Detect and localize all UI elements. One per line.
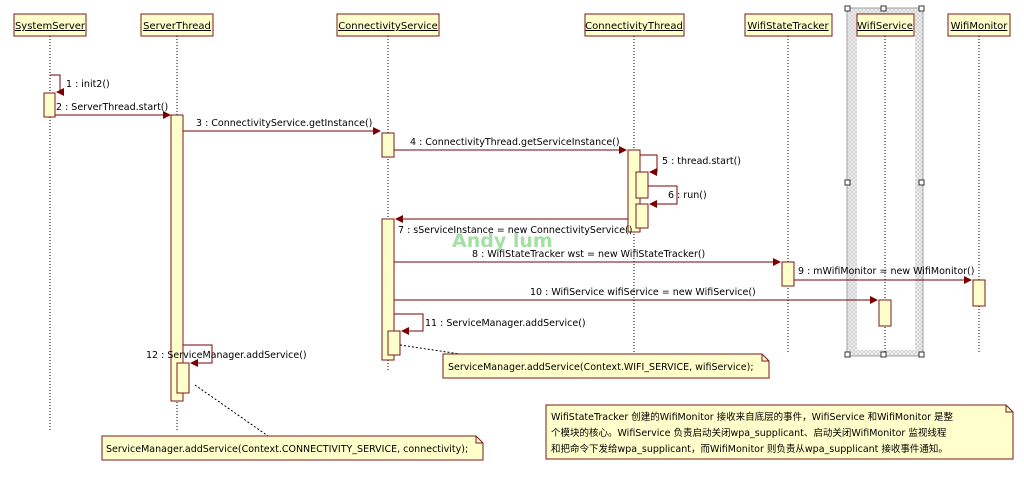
- message-label: 9 : mWifiMonitor = new WifiMonitor(): [798, 266, 974, 277]
- message-label: 1 : init2(): [66, 79, 110, 90]
- participant-connectivityservice[interactable]: ConnectivityService: [336, 13, 440, 37]
- message-label: 5 : thread.start(): [662, 156, 741, 167]
- note-connectors: [194, 344, 481, 437]
- participant-systemserver[interactable]: SystemServer: [13, 13, 87, 37]
- participant-label: ServerThread: [143, 21, 211, 32]
- activation-bar[interactable]: [381, 132, 395, 158]
- participant-label: ConnectivityService: [338, 21, 438, 32]
- participant-label: ConnectivityThread: [585, 21, 683, 32]
- note-connector: [194, 384, 269, 437]
- message-labels: 1 : init2() 2 : ServerThread.start() 3 :…: [56, 79, 974, 361]
- activation-bar[interactable]: [635, 171, 649, 199]
- note-wifi-add-service[interactable]: ServiceManager.addService(Context.WIFI_S…: [442, 353, 770, 379]
- message-label: 8 : WifiStateTracker wst = new WifiState…: [472, 249, 705, 260]
- note-summary-line: 个模块的核心。WifiService 负责启动关闭wpa_supplicant、…: [551, 427, 947, 439]
- participant-wifiservice[interactable]: WifiService: [856, 13, 915, 37]
- message-label: 3 : ConnectivityService.getInstance(): [196, 118, 372, 129]
- message-1-arrow[interactable]: [50, 74, 64, 96]
- message-label: 11 : ServiceManager.addService(): [425, 318, 586, 329]
- selection-handle[interactable]: [880, 351, 887, 358]
- message-label: 4 : ConnectivityThread.getServiceInstanc…: [410, 137, 620, 148]
- message-label: 6 : run(): [668, 190, 707, 201]
- activation-bar[interactable]: [176, 362, 190, 394]
- message-arrows: [50, 74, 972, 367]
- note-summary-line: 和把命令下发给wpa_supplicant，而WifiMonitor 则负责从w…: [551, 443, 948, 455]
- activation-bar[interactable]: [387, 330, 401, 356]
- participant-label: WifiService: [857, 21, 913, 32]
- participant-label: WifiMonitor: [951, 21, 1009, 32]
- participant-wifimonitor[interactable]: WifiMonitor: [947, 13, 1011, 37]
- message-label: 10 : WifiService wifiService = new WifiS…: [530, 287, 756, 298]
- participant-label: WifiStateTracker: [747, 21, 829, 32]
- message-label: 12 : ServiceManager.addService(): [146, 350, 307, 361]
- watermark: Andy lum: [452, 230, 553, 252]
- participants: SystemServer ServerThread ConnectivitySe…: [13, 13, 1011, 37]
- note-connectivity-add-service[interactable]: ServiceManager.addService(Context.CONNEC…: [101, 435, 484, 461]
- selection-handle[interactable]: [880, 5, 887, 12]
- note-text: ServiceManager.addService(Context.WIFI_S…: [448, 362, 754, 373]
- note-text: ServiceManager.addService(Context.CONNEC…: [106, 444, 468, 455]
- participant-connectivitythread[interactable]: ConnectivityThread: [584, 13, 685, 37]
- note-summary[interactable]: WifiStateTracker 创建的WifiMonitor 接收来自底层的事…: [545, 404, 1014, 460]
- message-label: 7 : sServiceInstance = new ConnectivityS…: [398, 225, 632, 236]
- selection-handle[interactable]: [918, 351, 925, 358]
- participant-serverthread[interactable]: ServerThread: [140, 13, 214, 37]
- selection-handle[interactable]: [918, 179, 925, 186]
- message-12-arrow[interactable]: [183, 344, 213, 367]
- activation-bar[interactable]: [381, 218, 395, 361]
- activation-bar[interactable]: [635, 203, 649, 229]
- participant-label: SystemServer: [15, 21, 86, 32]
- note-summary-line: WifiStateTracker 创建的WifiMonitor 接收来自底层的事…: [551, 411, 954, 423]
- activation-bar[interactable]: [878, 299, 892, 327]
- note-connector: [399, 344, 481, 358]
- selection-handle[interactable]: [844, 179, 851, 186]
- selection-handle[interactable]: [918, 5, 925, 12]
- message-6-arrow[interactable]: [648, 185, 678, 208]
- message-11-arrow[interactable]: [394, 313, 424, 335]
- activation-bar[interactable]: [972, 279, 986, 307]
- message-5-arrow[interactable]: [640, 154, 658, 176]
- activation-bar[interactable]: [781, 261, 795, 287]
- selection-handle[interactable]: [844, 5, 851, 12]
- participant-wifistatetracker[interactable]: WifiStateTracker: [744, 13, 833, 37]
- activation-bar[interactable]: [43, 92, 56, 118]
- selection-handle[interactable]: [844, 351, 851, 358]
- activation-bar[interactable]: [170, 114, 184, 402]
- message-label: 2 : ServerThread.start(): [56, 102, 168, 113]
- activations: [43, 92, 986, 402]
